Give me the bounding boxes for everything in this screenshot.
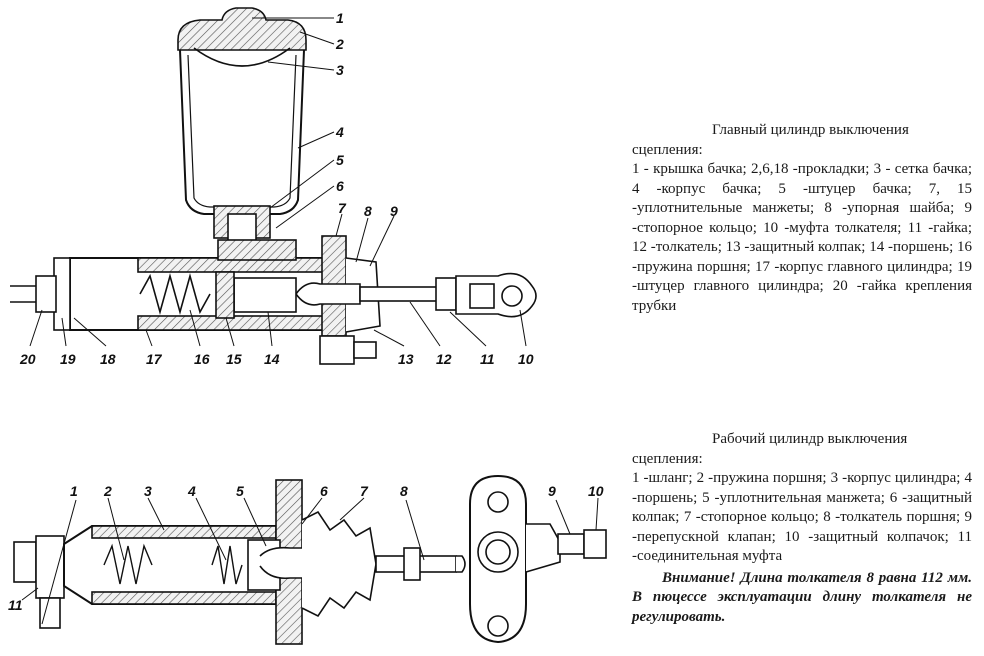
connecting-coupling	[13, 541, 37, 583]
callout-s10: 10	[588, 483, 604, 499]
piston	[233, 277, 297, 313]
slave-cylinder-caption: Рабочий цилиндр выключения сцепления: 1 …	[632, 430, 972, 627]
callout-s4: 4	[187, 483, 196, 499]
callout-m9: 9	[390, 203, 398, 219]
slave-spring-2	[211, 545, 243, 585]
pushrod-length-warning: Внимание! Длина толкателя 8 равна 112 мм…	[632, 569, 972, 625]
master-leaders	[29, 17, 527, 347]
pushrod-tip	[295, 282, 361, 306]
callout-s3: 3	[144, 483, 152, 499]
piston-spring	[139, 273, 211, 315]
callout-m20: 20	[19, 351, 36, 367]
bleed-cap	[583, 529, 607, 559]
slave-spring	[103, 543, 153, 585]
callout-m2: 2	[335, 36, 344, 52]
callout-m19: 19	[60, 351, 76, 367]
reservoir-cap	[177, 7, 307, 51]
callout-m16: 16	[194, 351, 210, 367]
callout-m10: 10	[518, 351, 534, 367]
hose	[39, 597, 61, 629]
callout-s11: 11	[8, 597, 23, 613]
callout-s9: 9	[548, 483, 556, 499]
pushrod-coupling	[455, 272, 537, 318]
callout-m3: 3	[336, 62, 344, 78]
master-callouts: 1 2 3 4 5 6 7 8 9 10 11 12 13 14 15 16 1…	[19, 10, 534, 367]
callout-s8: 8	[400, 483, 408, 499]
callout-m5: 5	[336, 152, 344, 168]
callout-s1: 1	[70, 483, 78, 499]
callout-m6: 6	[336, 178, 344, 194]
slave-boot	[301, 510, 377, 618]
callout-m8: 8	[364, 203, 372, 219]
callout-m14: 14	[264, 351, 280, 367]
slave-cylinder-legend: 1 -шланг; 2 -пружина поршня; 3 -корпус ц…	[632, 470, 972, 564]
callout-m1: 1	[336, 10, 344, 26]
pushrod	[359, 286, 441, 302]
slave-cylinder-drawing	[13, 474, 607, 645]
callout-m4: 4	[335, 124, 344, 140]
master-cylinder-drawing	[10, 7, 537, 365]
master-cylinder-caption: Главный цилиндр выключения сцепления: 1 …	[632, 121, 972, 316]
callout-m11: 11	[480, 351, 495, 367]
slave-callouts: 1 2 3 4 5 6 7 8 9 10 11	[8, 483, 604, 613]
master-cylinder-title: Главный цилиндр выключения сцепления:	[632, 122, 909, 158]
pushrod-nut	[435, 277, 457, 311]
reservoir-inner	[187, 54, 297, 208]
reservoir-strainer	[193, 47, 291, 67]
callout-m17: 17	[146, 351, 163, 367]
reservoir-body	[179, 49, 305, 215]
callout-m12: 12	[436, 351, 452, 367]
callout-s5: 5	[236, 483, 244, 499]
callout-s6: 6	[320, 483, 328, 499]
callout-s2: 2	[103, 483, 112, 499]
callout-m18: 18	[100, 351, 116, 367]
callout-s7: 7	[360, 483, 369, 499]
slave-leaders	[21, 497, 599, 625]
tube-nut	[35, 275, 57, 313]
master-cylinder-legend: 1 - крышка бачка; 2,6,18 -прокладки; 3 -…	[632, 161, 972, 314]
callout-m13: 13	[398, 351, 414, 367]
bleed-valve	[557, 533, 585, 555]
callout-m7: 7	[338, 200, 347, 216]
slave-cylinder-title: Рабочий цилиндр выключения сцепления:	[632, 431, 908, 467]
callout-m15: 15	[226, 351, 242, 367]
